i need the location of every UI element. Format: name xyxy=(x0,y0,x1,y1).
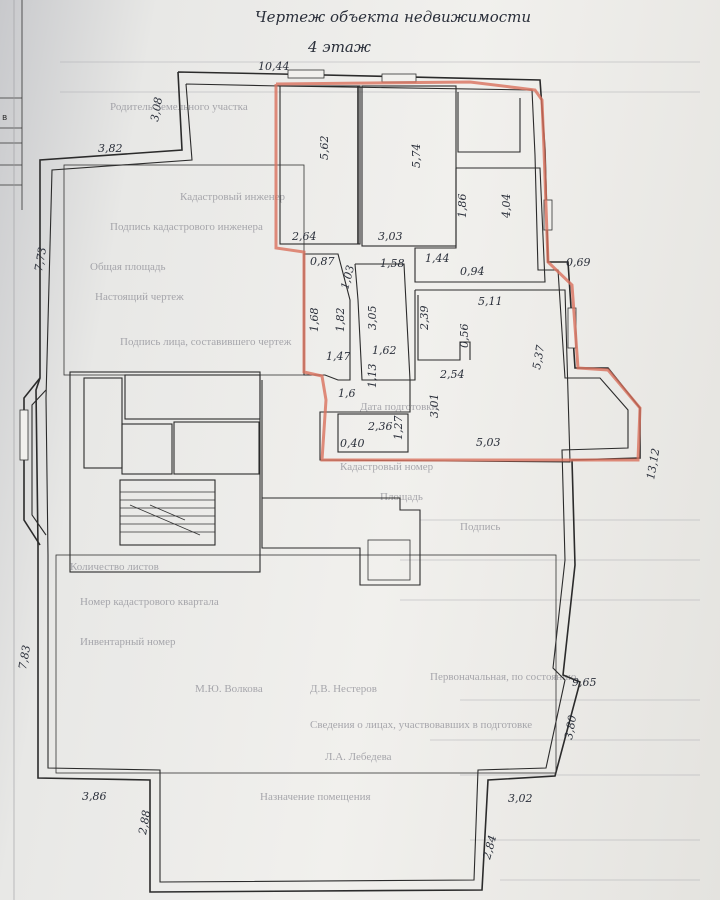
dimension-label: 3,01 xyxy=(428,394,441,419)
dimension-label: 0,56 xyxy=(458,324,471,349)
bleed-through-line: Подпись xyxy=(460,521,500,533)
dimension-label: 2,54 xyxy=(439,368,465,381)
interior-walls xyxy=(55,85,571,774)
margin-letter: в xyxy=(2,113,7,123)
window-marks xyxy=(19,69,577,461)
dimension-label: 0,69 xyxy=(566,256,591,269)
dimension-label: 1,58 xyxy=(380,257,405,270)
dimension-label: 3,86 xyxy=(82,790,107,803)
dimension-label: 5,62 xyxy=(318,136,331,161)
object-boundary-highlight xyxy=(274,80,642,462)
left-bay-window xyxy=(23,377,47,546)
bleed-through-line: Назначение помещения xyxy=(260,791,371,803)
dimension-label: 0,94 xyxy=(460,265,485,278)
drawing-title: Чертеж объекта недвижимости xyxy=(255,8,531,26)
dimension-label: 2,39 xyxy=(418,306,431,332)
dimension-label: 1,27 xyxy=(392,416,405,441)
dimension-label: 5,37 xyxy=(530,344,547,370)
dimension-label: 13,12 xyxy=(644,447,662,480)
dimension-label: 2,36 xyxy=(367,420,393,433)
dimension-label: 7,73 xyxy=(32,246,49,272)
dimension-label: 2,84 xyxy=(480,834,499,862)
dimension-label: 9,65 xyxy=(572,676,597,689)
bleed-through-line: М.Ю. Волкова xyxy=(195,683,263,695)
dimension-label: 1,62 xyxy=(372,344,397,357)
bleed-through-line: Первоначальная, по состоянию xyxy=(430,671,576,683)
dimension-label: 5,03 xyxy=(476,436,501,449)
bleed-through-line: Дата подготовки xyxy=(360,401,438,413)
bleed-through-line: Кадастровый инженер xyxy=(180,191,285,203)
dimension-label: 2,64 xyxy=(291,230,317,243)
bleed-through-line: Кадастровый номер xyxy=(340,461,434,473)
dimension-label: 0,87 xyxy=(310,255,335,268)
dimension-label: 3,03 xyxy=(378,230,403,243)
bleed-through-line: Подпись кадастрового инженера xyxy=(110,221,263,233)
dimension-labels: 10,44 3,08 3,82 7,73 5,62 5,74 1,86 4,04 2,64 3,0… xyxy=(16,60,662,862)
dimension-label: 0,40 xyxy=(340,437,365,450)
dimension-label: 7,83 xyxy=(16,644,33,670)
dimension-label: 4,04 xyxy=(500,194,513,220)
dimension-label: 2,88 xyxy=(136,809,153,836)
bleed-through-line: Инвентарный номер xyxy=(80,636,176,648)
dimension-label: 1,44 xyxy=(425,252,450,265)
dimension-label: 1,03 xyxy=(338,264,357,291)
bleed-through-line: Л.А. Лебедева xyxy=(325,751,392,763)
floor-label: 4 этаж xyxy=(307,38,371,56)
dimension-label: 1,13 xyxy=(366,364,379,389)
dimension-label: 1,6 xyxy=(338,387,356,400)
bleed-through-line: Площадь xyxy=(380,491,423,503)
dimension-label: 3,80 xyxy=(562,714,579,740)
outer-walls xyxy=(35,71,641,893)
dimension-label: 10,44 xyxy=(258,60,290,73)
bleed-through-line: Д.В. Нестеров xyxy=(310,683,377,695)
dimension-label: 3,82 xyxy=(98,142,123,155)
bleed-through-line: Номер кадастрового квартала xyxy=(80,596,219,608)
left-margin-box: в xyxy=(0,0,23,900)
dimension-label: 3,02 xyxy=(508,792,533,805)
bleed-through-line: Подпись лица, составившего чертеж xyxy=(120,336,292,348)
dimension-label: 3,05 xyxy=(366,306,379,331)
bleed-through-line: Количество листов xyxy=(70,561,159,573)
dimension-label: 5,74 xyxy=(410,144,423,169)
dimension-label: 3,08 xyxy=(148,96,165,122)
dimension-label: 1,82 xyxy=(334,308,347,333)
staircase xyxy=(120,491,215,536)
dimension-label: 1,68 xyxy=(308,308,321,333)
dimension-label: 1,47 xyxy=(326,350,351,363)
dimension-label: 5,11 xyxy=(478,295,503,308)
bleed-through-line: Общая площадь xyxy=(90,261,166,273)
bleed-through-line: Настоящий чертеж xyxy=(95,291,184,303)
dimension-label: 1,86 xyxy=(456,194,469,219)
bleed-through-line: Сведения о лицах, участвовавших в подгот… xyxy=(310,719,532,731)
bleed-through-line: Родитель Земельного участка xyxy=(110,101,248,113)
